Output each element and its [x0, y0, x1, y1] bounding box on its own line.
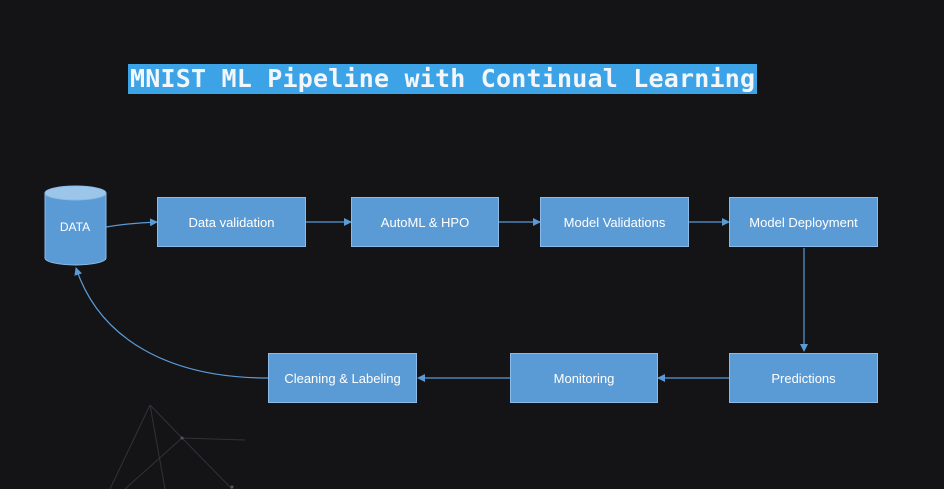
node-predictions: Predictions: [729, 353, 878, 403]
arrow-cleaning-to-data: [74, 267, 269, 379]
diagram-title: MNIST ML Pipeline with Continual Learnin…: [128, 64, 758, 94]
node-cleaning-labeling: Cleaning & Labeling: [268, 353, 417, 403]
node-automl-hpo: AutoML & HPO: [351, 197, 499, 247]
node-monitoring: Monitoring: [510, 353, 658, 403]
data-node-label: DATA: [59, 220, 91, 234]
node-model-validations: Model Validations: [540, 197, 689, 247]
node-model-deployment: Model Deployment: [729, 197, 878, 247]
arrow-data-to-validation: [105, 218, 158, 228]
node-data-validation: Data validation: [157, 197, 306, 247]
